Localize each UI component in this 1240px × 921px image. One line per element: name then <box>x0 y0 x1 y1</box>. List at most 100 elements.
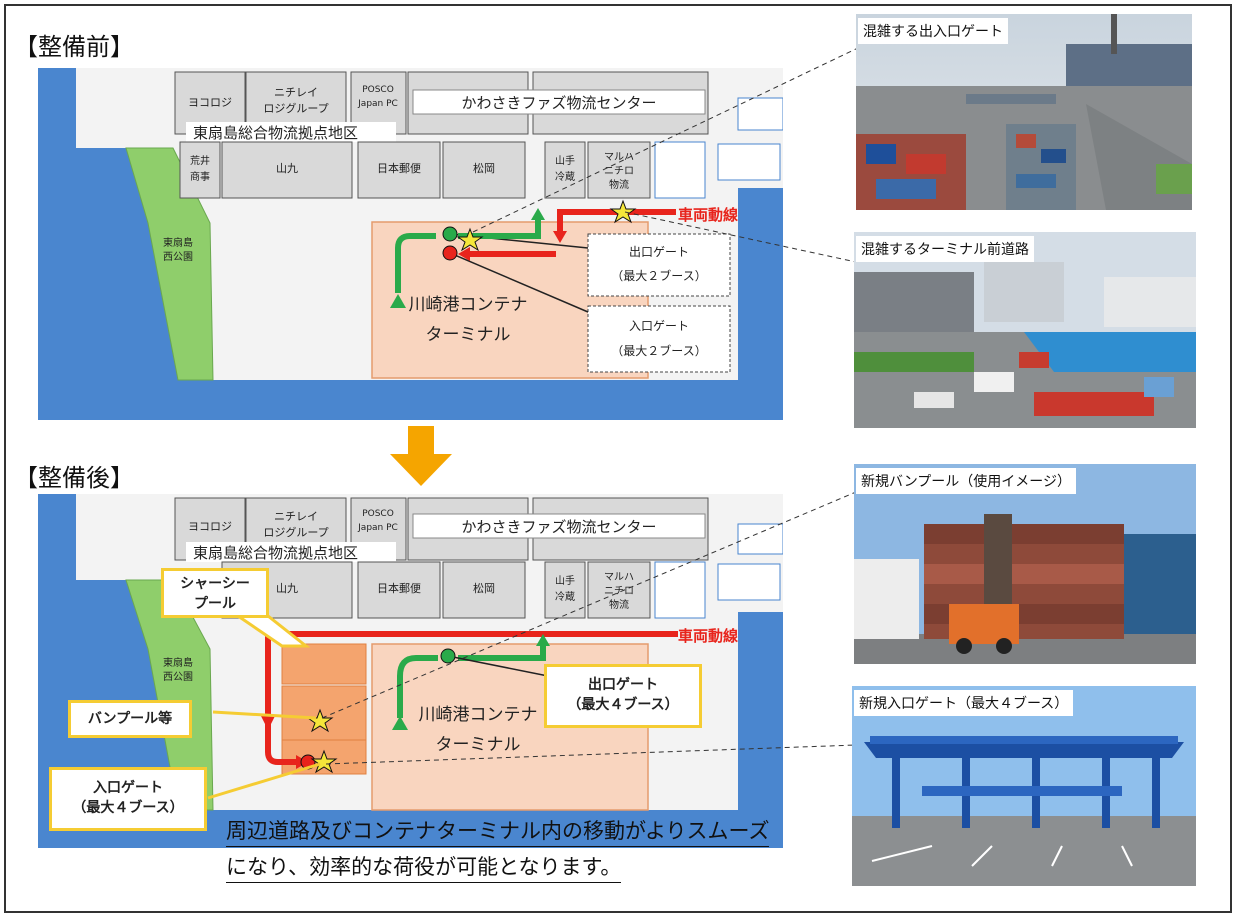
after-heading: 【整備後】 <box>14 464 134 492</box>
tenant-yamakyu-label: 山九 <box>276 162 298 175</box>
chassis-pool-callout: シャーシー プール <box>161 568 269 618</box>
exit-gate-box <box>587 233 731 297</box>
tenant-fazu-label: かわさきファズ物流センター <box>461 518 656 536</box>
caption-line-1: 周辺道路及びコンテナターミナル内の移動がよりスムーズ <box>226 816 770 847</box>
tenant-nippon-yubin-label: 日本郵便 <box>377 581 421 595</box>
entry-gate-pointer <box>207 762 321 800</box>
tenant-arai-label-2: 商事 <box>190 170 210 183</box>
terminal-label-2: ターミナル <box>426 325 511 345</box>
tenant-maruha <box>587 561 651 619</box>
photo-congested-gate <box>856 14 1192 210</box>
tenant-nippon-yubin <box>357 141 441 199</box>
entry-gate-label-1: 入口ゲート <box>93 780 163 796</box>
after-map: 東扇島 西公園 ヨコロジ ニチレイ ロジグループ POSCO Japan PC … <box>38 494 783 848</box>
red-arrowhead-1 <box>261 716 275 730</box>
tenant-yokorogi-label: ヨコロジ <box>188 96 232 109</box>
plot-outline-2 <box>654 141 706 199</box>
tenant-yamate-label-1: 山手 <box>555 574 575 587</box>
green-route-1 <box>397 655 438 718</box>
terminal-label-1: 川崎港コンテナ <box>409 295 528 315</box>
tenant-nippon-yubin-label: 日本郵便 <box>377 161 421 175</box>
park-label-2: 西公園 <box>163 251 193 263</box>
tenant-fazu-label: かわさきファズ物流センター <box>461 94 656 112</box>
red-arrowhead-1 <box>553 231 567 243</box>
tenant-nichirei-label-2: ロジグループ <box>263 525 328 539</box>
flow-label: 車両動線 <box>678 206 738 224</box>
tenant-yamate <box>544 561 586 619</box>
green-route-2 <box>458 218 541 239</box>
photo-congested-road <box>854 232 1196 428</box>
green-route-2 <box>458 644 546 661</box>
tenant-maruha-label-2: ニチロ <box>604 165 634 177</box>
photo-entry-gate <box>852 686 1196 886</box>
tenant-maruha <box>587 141 651 199</box>
exit-gate-dot <box>440 648 456 664</box>
entry-gate-dot <box>442 245 458 261</box>
photo-label-2: 混雑するターミナル前道路 <box>856 236 1034 262</box>
entry-gate-callout: 入口ゲート （最大４ブース） <box>49 767 207 831</box>
entry-gate-label-2: （最大２ブース） <box>611 343 706 358</box>
tenant-arai <box>179 141 221 199</box>
tenant-arai-label-1: 荒井 <box>190 154 210 167</box>
flow-label: 車両動線 <box>678 627 738 645</box>
van-pool-pointer <box>212 710 317 720</box>
exit-gate-label-2: （最大２ブース） <box>611 268 706 283</box>
tenant-yamate-label-1: 山手 <box>555 154 575 167</box>
tenant-yamate <box>544 141 586 199</box>
tenant-posco-label-1: POSCO <box>362 85 394 95</box>
tenant-posco-label-2: Japan PC <box>357 523 398 533</box>
sea-east <box>738 612 783 810</box>
park-label-1: 東扇島 <box>163 236 193 249</box>
photo-label-4: 新規入口ゲート（最大４ブース） <box>854 690 1074 716</box>
chassis-pool-label-1: シャーシー <box>180 576 250 592</box>
caption-line-2: になり、効率的な荷役が可能となります。 <box>226 852 622 883</box>
fazu-label-box <box>412 513 706 539</box>
connector-line <box>472 47 859 233</box>
red-route-1 <box>557 209 676 233</box>
exit-gate-label-2: （最大４ブース） <box>567 697 679 713</box>
red-arrowhead-2 <box>458 247 470 261</box>
connector-line <box>624 211 857 263</box>
photo-label-1: 混雑する出入口ゲート <box>858 18 1008 44</box>
district-label-box <box>186 542 396 562</box>
exit-gate-label-1: 出口ゲート <box>629 245 689 259</box>
chassis-pool-label-2: プール <box>194 596 236 612</box>
exit-gate-callout: 出口ゲート （最大４ブース） <box>544 664 702 728</box>
park-label-2: 西公園 <box>163 671 193 683</box>
exit-gate-dot <box>442 226 458 242</box>
terminal-label-2: ターミナル <box>436 735 521 755</box>
sea-west <box>38 494 538 848</box>
plot-outline-3 <box>717 143 781 181</box>
figure-frame <box>4 4 1232 913</box>
green-arrowhead-1 <box>390 294 406 308</box>
district-label: 東扇島総合物流拠点地区 <box>193 544 358 562</box>
tenant-nippon-yubin <box>357 561 441 619</box>
before-heading: 【整備前】 <box>14 33 134 61</box>
sea-west <box>38 68 538 420</box>
entry-gate-label-1: 入口ゲート <box>629 319 689 333</box>
tenant-matsuoka-label: 松岡 <box>473 161 495 175</box>
down-arrow-icon <box>390 426 452 486</box>
tenant-posco-label-2: Japan PC <box>357 99 398 109</box>
district-label: 東扇島総合物流拠点地区 <box>193 124 358 142</box>
sea-south <box>38 380 783 420</box>
tenant-nichirei-label-2: ロジグループ <box>263 101 328 115</box>
connector-line <box>325 744 857 765</box>
star-icon <box>609 199 637 224</box>
entry-leader-line <box>449 252 589 313</box>
tenant-posco-label-1: POSCO <box>362 509 394 519</box>
park-label-1: 東扇島 <box>163 656 193 669</box>
green-arrowhead-1 <box>392 716 408 730</box>
exit-gate-label-1: 出口ゲート <box>588 677 658 693</box>
entry-gate-box <box>587 305 731 373</box>
plot-outline-3 <box>717 563 781 601</box>
tenant-maruha-label-3: 物流 <box>609 178 629 191</box>
tenant-maruha-label-2: ニチロ <box>604 585 634 597</box>
park-area <box>125 147 214 381</box>
exit-leader-line <box>447 655 549 677</box>
tenant-nichirei-label-1: ニチレイ <box>274 510 318 523</box>
district-label-box <box>186 122 396 142</box>
plot-outline-2 <box>654 561 706 619</box>
